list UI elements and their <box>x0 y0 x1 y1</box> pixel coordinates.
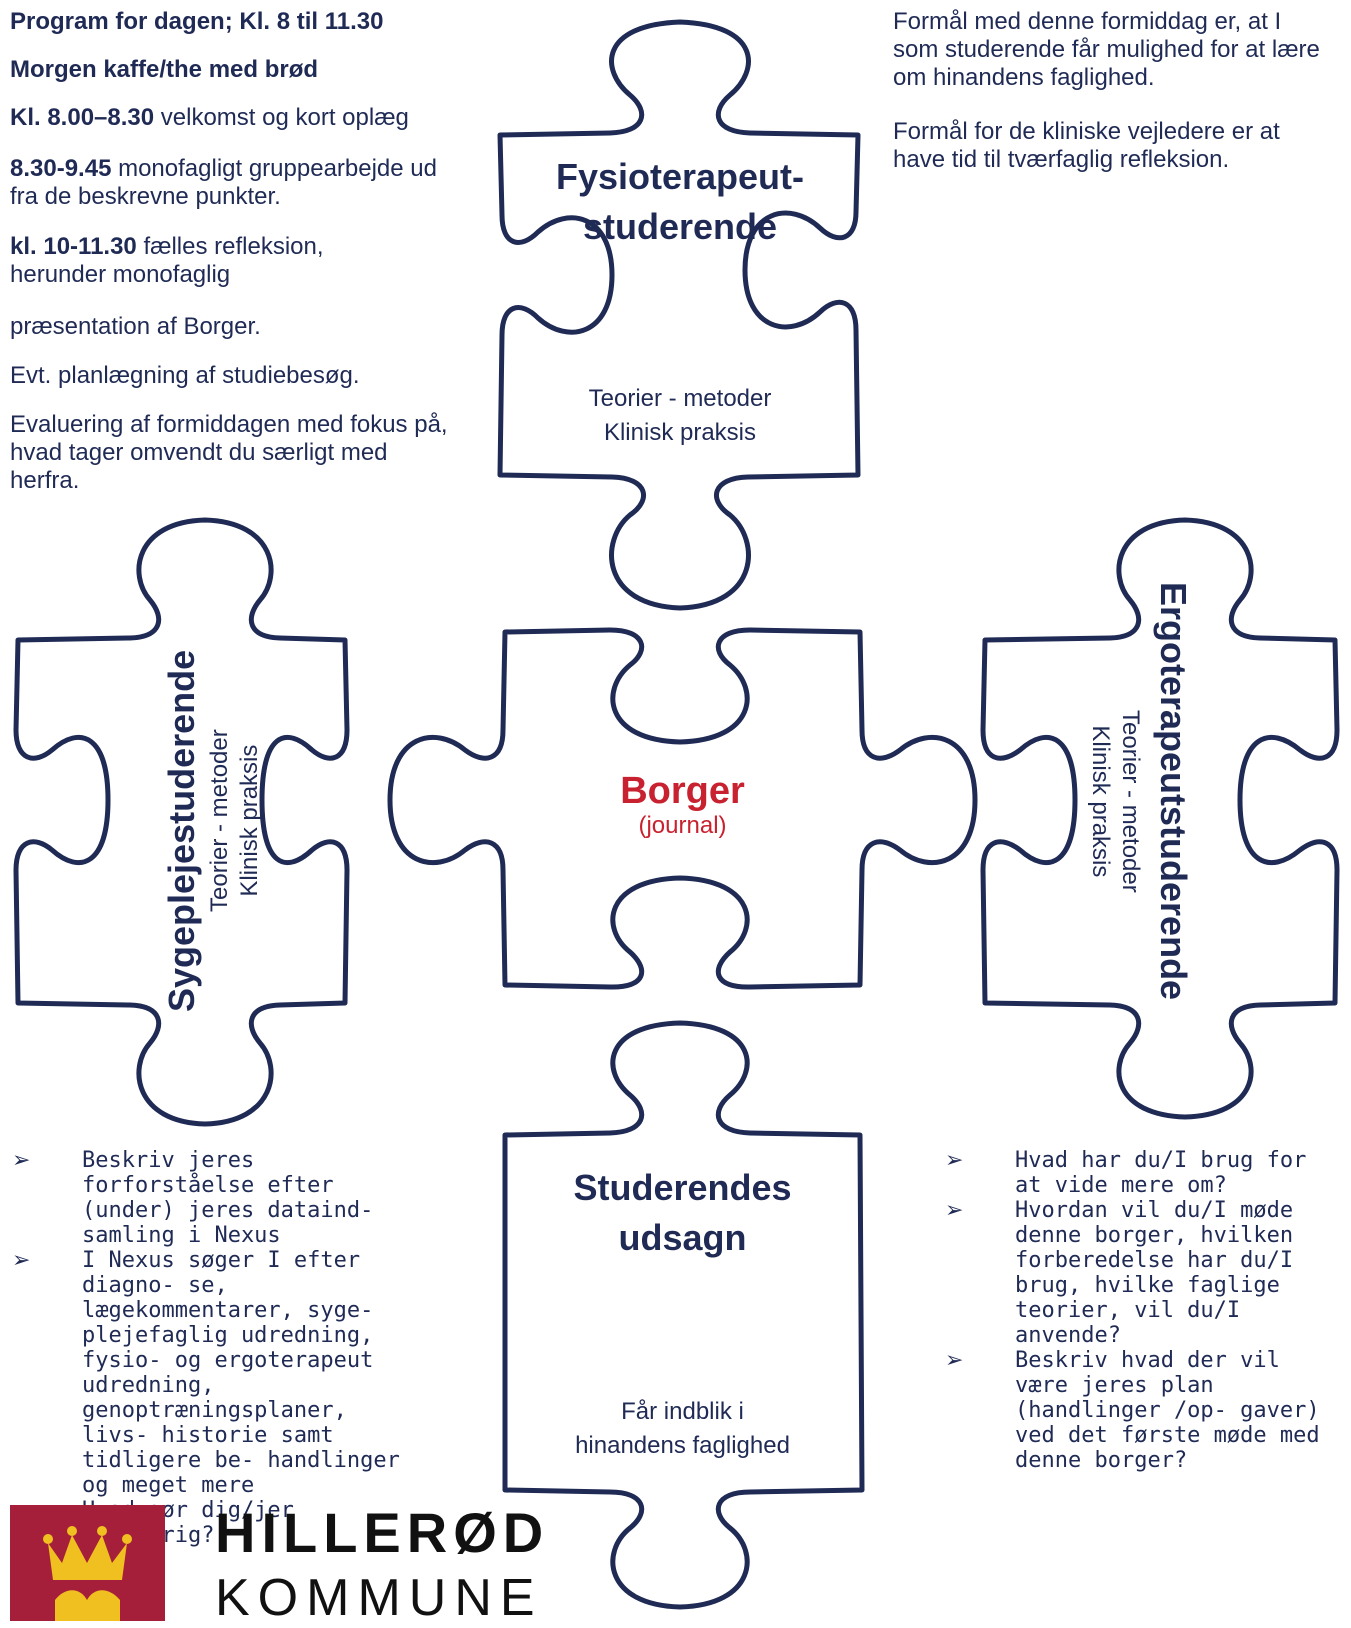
puzzle-piece-bottom <box>502 1020 865 1610</box>
bullets-left: ➢Beskriv jeres forforståelse efter (unde… <box>12 1148 402 1548</box>
program-item-4: Evt. planlægning af studiebesøg. <box>10 362 360 389</box>
arrow-icon: ➢ <box>945 1348 964 1373</box>
bullet-item: ➢Hvad har du/I brug for at vide mere om? <box>945 1148 1307 1198</box>
program-item-5: Evaluering af formiddagen med fokus på, … <box>10 411 448 494</box>
center-title: Borger <box>620 770 745 812</box>
crown-icon <box>43 1526 132 1621</box>
program-item-1: Kl. 8.00–8.30 velkomst og kort oplæg <box>10 104 409 131</box>
arrow-icon: ➢ <box>945 1148 964 1173</box>
piece-top-subtitle: Teorier - metoder Klinisk praksis <box>588 385 772 446</box>
bullet-item: ➢I Nexus søger I efter diagno- se, lægek… <box>12 1248 400 1498</box>
arrow-icon: ➢ <box>12 1148 31 1173</box>
puzzle-piece-right <box>980 517 1340 1120</box>
logo-emblem <box>10 1505 165 1621</box>
puzzle-piece-left <box>13 517 350 1127</box>
bullet-item: ➢Beskriv hvad der vil være jeres plan (h… <box>945 1348 1320 1473</box>
piece-bottom-title: Studerendes udsagn <box>573 1167 792 1258</box>
piece-bottom-subtitle: Får indblik i hinandens faglighed <box>575 1398 790 1459</box>
piece-left-title: Sygeplejestuderende <box>161 649 202 1012</box>
program-item-2: 8.30-9.45 monofagligt gruppearbejde ud f… <box>10 155 437 210</box>
center-subtitle: (journal) <box>638 812 727 839</box>
bullets-right: ➢Hvad har du/I brug for at vide mere om?… <box>945 1148 1340 1473</box>
piece-center-label: Borger (journal) <box>505 770 860 840</box>
piece-left-subtitle: Teorier - metoder Klinisk praksis <box>206 729 263 912</box>
logo-line1: HILLERØD <box>215 1501 550 1564</box>
program-item-3: kl. 10-11.30 fælles refleksion, herunder… <box>10 233 324 288</box>
bullet-item: ➢Beskriv jeres forforståelse efter (unde… <box>12 1148 374 1248</box>
arrow-icon: ➢ <box>12 1248 31 1273</box>
bullet-item: ➢Hvordan vil du/I møde denne borger, hvi… <box>945 1198 1294 1348</box>
piece-top-title: Fysioterapeut- studerende <box>555 156 805 247</box>
logo-line2: KOMMUNE <box>215 1569 543 1627</box>
piece-right-subtitle: Teorier - metoder Klinisk praksis <box>1087 710 1144 893</box>
piece-right-title: Ergoterapeutstuderende <box>1153 582 1194 1001</box>
puzzle-piece-top <box>497 19 861 611</box>
puzzle-piece-center <box>387 627 978 990</box>
program-item-3-cont: præsentation af Borger. <box>10 313 261 340</box>
purpose-section: Formål med denne formiddag er, at I som … <box>893 8 1333 200</box>
program-breakfast: Morgen kaffe/the med brød <box>10 56 319 83</box>
purpose-students: Formål med denne formiddag er, at I som … <box>893 8 1320 91</box>
program-title: Program for dagen; Kl. 8 til 11.30 <box>10 8 384 35</box>
arrow-icon: ➢ <box>945 1198 964 1223</box>
purpose-supervisors: Formål for de kliniske vejledere er at h… <box>893 118 1280 173</box>
